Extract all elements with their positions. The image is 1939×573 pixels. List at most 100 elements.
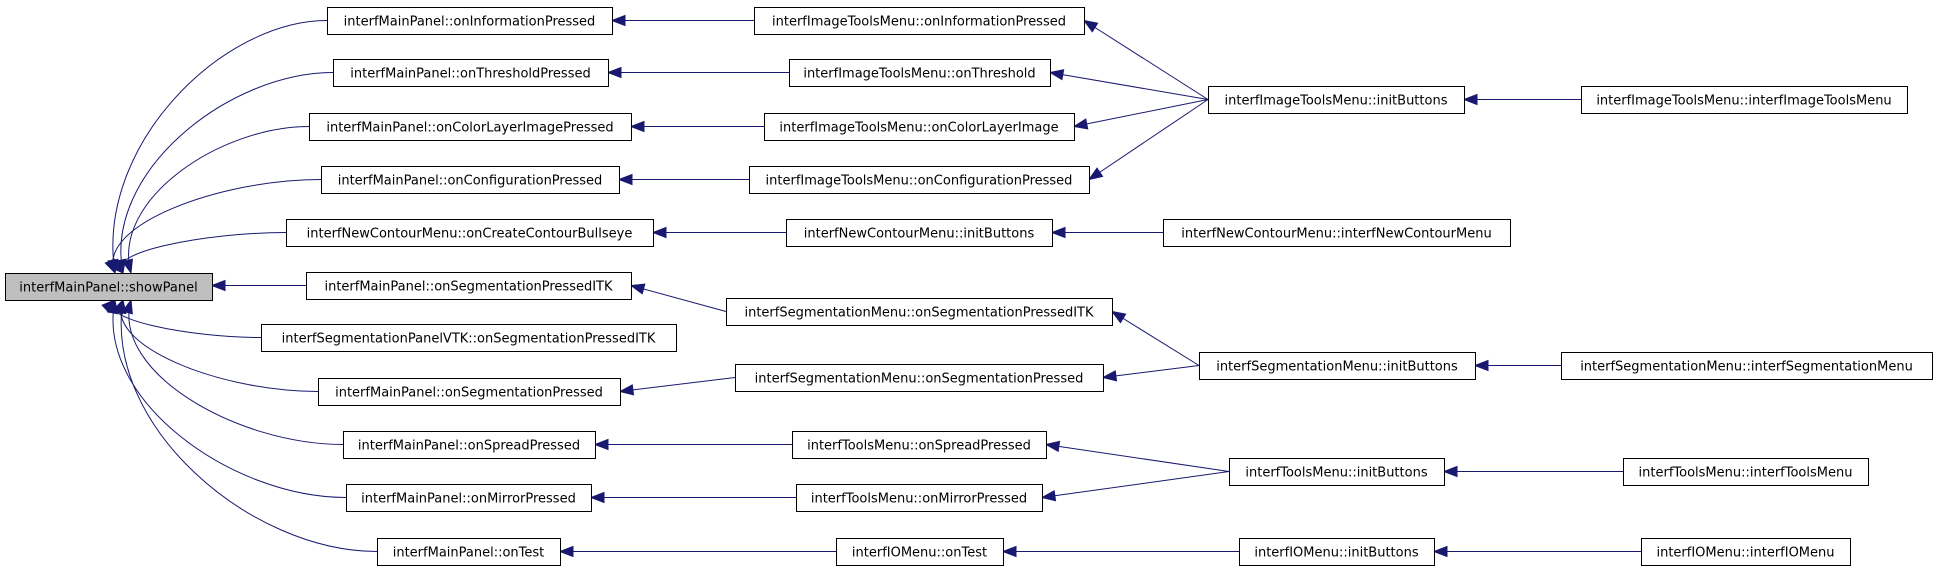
node-label: interfMainPanel::onColorLayerImagePresse…	[326, 121, 613, 136]
graph-node-mp-color[interactable]: interfMainPanel::onColorLayerImagePresse…	[309, 113, 632, 141]
graph-nodes: interfMainPanel::showPanelinterfMainPane…	[5, 7, 1933, 566]
edge-mp-mirror-to-root	[106, 298, 347, 498]
edge-it-color-to-mp-color	[629, 120, 764, 133]
edge-line	[1111, 311, 1200, 366]
graph-node-mp-spread[interactable]: interfMainPanel::onSpreadPressed	[343, 431, 596, 459]
edge-line	[630, 285, 727, 312]
node-box	[1239, 538, 1435, 566]
node-label: interfMainPanel::onSegmentationPressed	[335, 386, 603, 401]
edge-line	[1045, 444, 1230, 472]
graph-node-mp-info[interactable]: interfMainPanel::onInformationPressed	[327, 7, 613, 35]
edge-tm-spread-to-mp-spread	[593, 438, 792, 451]
edge-line	[112, 179, 322, 274]
graph-node-it-thr[interactable]: interfImageToolsMenu::onThreshold	[789, 59, 1051, 87]
node-box	[306, 272, 632, 300]
graph-node-it-ctor[interactable]: interfImageToolsMenu::interfImageToolsMe…	[1581, 86, 1908, 114]
edge-mp-color-to-root	[121, 126, 310, 275]
graph-node-it-color[interactable]: interfImageToolsMenu::onColorLayerImage	[764, 113, 1075, 141]
graph-node-mp-test[interactable]: interfMainPanel::onTest	[377, 538, 561, 566]
node-box	[333, 59, 609, 87]
edge-arrowhead	[593, 438, 609, 451]
graph-node-tm-init[interactable]: interfToolsMenu::initButtons	[1229, 458, 1445, 486]
node-box	[1623, 458, 1869, 486]
edge-arrowhead	[629, 283, 646, 295]
graph-node-it-info[interactable]: interfImageToolsMenu::onInformationPress…	[754, 7, 1085, 35]
graph-node-mp-seg[interactable]: interfMainPanel::onSegmentationPressed	[318, 378, 621, 406]
graph-node-nc-ctor[interactable]: interfNewContourMenu::interfNewContourMe…	[1163, 219, 1511, 247]
graph-node-tm-spread[interactable]: interfToolsMenu::onSpreadPressed	[792, 431, 1047, 459]
node-label: interfIOMenu::onTest	[852, 546, 987, 561]
graph-node-sm-ctor[interactable]: interfSegmentationMenu::interfSegmentati…	[1561, 352, 1933, 380]
edge-nc-bull-to-root	[109, 232, 287, 274]
node-label: interfMainPanel::onTest	[393, 546, 545, 561]
edge-arrowhead	[1082, 19, 1099, 33]
node-label: interfToolsMenu::initButtons	[1245, 466, 1427, 481]
graph-node-tm-mirror[interactable]: interfToolsMenu::onMirrorPressed	[796, 484, 1043, 512]
node-label: interfNewContourMenu::initButtons	[804, 227, 1035, 242]
edge-arrowhead	[210, 279, 226, 292]
graph-node-spvtk[interactable]: interfSegmentationPanelVTK::onSegmentati…	[261, 324, 677, 352]
edge-sm-seg-to-mp-seg	[618, 377, 736, 396]
graph-node-mp-mirror[interactable]: interfMainPanel::onMirrorPressed	[346, 484, 592, 512]
graph-node-root[interactable]: interfMainPanel::showPanel	[5, 273, 213, 301]
graph-node-mp-segitk[interactable]: interfMainPanel::onSegmentationPressedIT…	[306, 272, 632, 300]
node-box	[261, 324, 677, 352]
edge-line	[1073, 99, 1209, 127]
node-label: interfImageToolsMenu::onThreshold	[803, 67, 1035, 82]
edge-it-thr-to-mp-thr	[606, 66, 789, 79]
graph-node-io-init[interactable]: interfIOMenu::initButtons	[1239, 538, 1435, 566]
edge-line	[111, 299, 262, 338]
edge-nc-ctor-to-nc-init	[1050, 226, 1163, 239]
edge-arrowhead	[1473, 359, 1489, 372]
node-box	[1163, 219, 1511, 247]
graph-node-mp-conf[interactable]: interfMainPanel::onConfigurationPressed	[321, 166, 620, 194]
edge-line	[1049, 72, 1209, 100]
edge-tm-init-to-tm-spread	[1044, 440, 1230, 472]
edge-it-init-to-it-conf	[1087, 99, 1209, 181]
node-box	[286, 219, 654, 247]
edge-line	[120, 72, 334, 274]
graph-node-it-conf[interactable]: interfImageToolsMenu::onConfigurationPre…	[749, 166, 1090, 194]
edge-it-info-to-mp-info	[610, 14, 754, 27]
graph-node-sm-segitk[interactable]: interfSegmentationMenu::onSegmentationPr…	[726, 298, 1113, 326]
edge-arrowhead	[610, 14, 626, 27]
edge-line	[112, 299, 347, 498]
node-box	[786, 219, 1053, 247]
node-box	[1208, 86, 1465, 114]
node-label: interfToolsMenu::onSpreadPressed	[807, 439, 1031, 454]
edge-sm-init-to-sm-segitk	[1110, 310, 1200, 366]
graph-node-mp-thr[interactable]: interfMainPanel::onThresholdPressed	[333, 59, 609, 87]
graph-node-sm-init[interactable]: interfSegmentationMenu::initButtons	[1199, 352, 1476, 380]
node-box	[754, 7, 1085, 35]
node-box	[1561, 352, 1933, 380]
edge-it-conf-to-mp-conf	[617, 173, 749, 186]
graph-node-nc-init[interactable]: interfNewContourMenu::initButtons	[786, 219, 1053, 247]
graph-node-io-ctor[interactable]: interfIOMenu::interfIOMenu	[1641, 538, 1851, 566]
edge-sm-segitk-to-mp-segitk	[629, 283, 727, 312]
edge-arrowhead	[1040, 489, 1057, 502]
edge-arrowhead	[1048, 69, 1065, 81]
node-label: interfMainPanel::onInformationPressed	[344, 15, 596, 30]
edge-arrowhead	[629, 120, 645, 133]
node-label: interfSegmentationMenu::onSegmentationPr…	[744, 306, 1093, 321]
edge-io-test-to-mp-test	[558, 545, 836, 558]
graph-node-io-test[interactable]: interfIOMenu::onTest	[836, 538, 1004, 566]
graph-node-nc-bull[interactable]: interfNewContourMenu::onCreateContourBul…	[286, 219, 654, 247]
node-label: interfToolsMenu::onMirrorPressed	[811, 492, 1027, 507]
edge-arrowhead	[115, 298, 127, 315]
edge-tm-mirror-to-mp-mirror	[589, 491, 796, 504]
node-label: interfMainPanel::onConfigurationPressed	[338, 174, 603, 189]
edge-line	[619, 377, 736, 392]
graph-node-sm-seg[interactable]: interfSegmentationMenu::onSegmentationPr…	[735, 364, 1104, 392]
node-box	[749, 166, 1090, 194]
node-box	[1199, 352, 1476, 380]
edge-arrowhead	[109, 259, 124, 274]
edge-arrowhead	[1087, 167, 1104, 181]
node-label: interfMainPanel::onMirrorPressed	[361, 492, 576, 507]
edge-arrowhead	[1462, 93, 1478, 106]
node-label: interfMainPanel::showPanel	[19, 281, 197, 296]
graph-node-tm-ctor[interactable]: interfToolsMenu::interfToolsMenu	[1623, 458, 1869, 486]
node-label: interfImageToolsMenu::onConfigurationPre…	[766, 174, 1073, 189]
node-label: interfIOMenu::interfIOMenu	[1656, 546, 1834, 561]
graph-node-it-init[interactable]: interfImageToolsMenu::initButtons	[1208, 86, 1465, 114]
